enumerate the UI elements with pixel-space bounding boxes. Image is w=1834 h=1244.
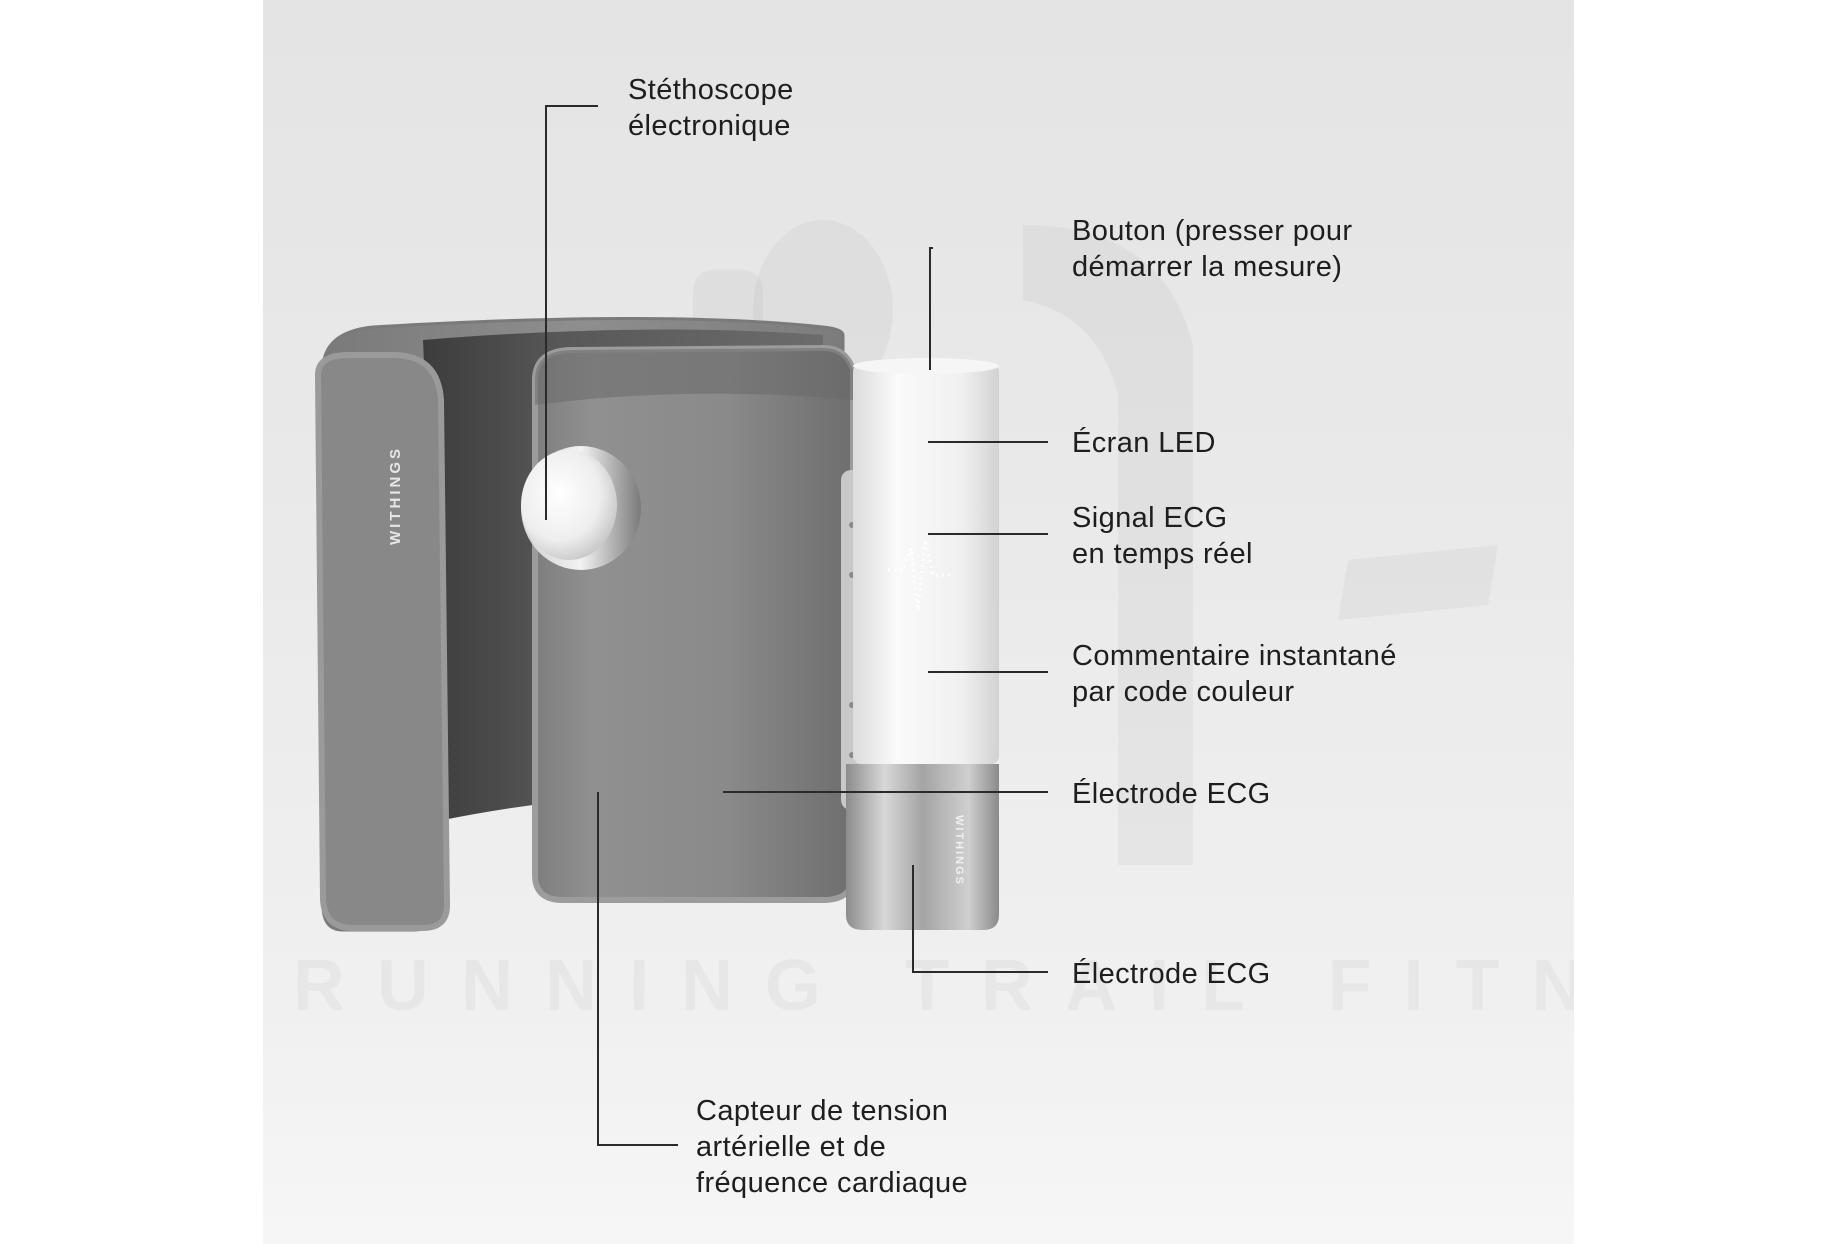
- callout-led-screen: Écran LED: [1072, 427, 1216, 459]
- callout-stethoscope: Stéthoscope électronique: [628, 74, 794, 142]
- stethoscope-disc: [521, 446, 641, 570]
- callout-button: Bouton (presser pour démarrer la mesure): [1072, 215, 1353, 283]
- callout-color-feedback: Commentaire instantané par code couleur: [1072, 640, 1397, 708]
- callout-ecg-signal: Signal ECG en temps réel: [1072, 502, 1253, 570]
- monitor-device: WITHINGS: [846, 358, 999, 930]
- front-cuff-cylinder: [532, 344, 863, 903]
- product-illustration: WITHINGS WITHINGS: [314, 317, 999, 932]
- callout-pressure-sensor: Capteur de tension artérielle et de fréq…: [696, 1095, 969, 1199]
- device-logo-text: WITHINGS: [953, 815, 965, 886]
- callout-electrode-top: Électrode ECG: [1072, 778, 1271, 810]
- cuff-logo-text: WITHINGS: [387, 446, 404, 545]
- diagram-panel: RUNNING TRAIL FITNESS: [263, 0, 1574, 1244]
- callout-electrode-bottom: Électrode ECG: [1072, 958, 1271, 990]
